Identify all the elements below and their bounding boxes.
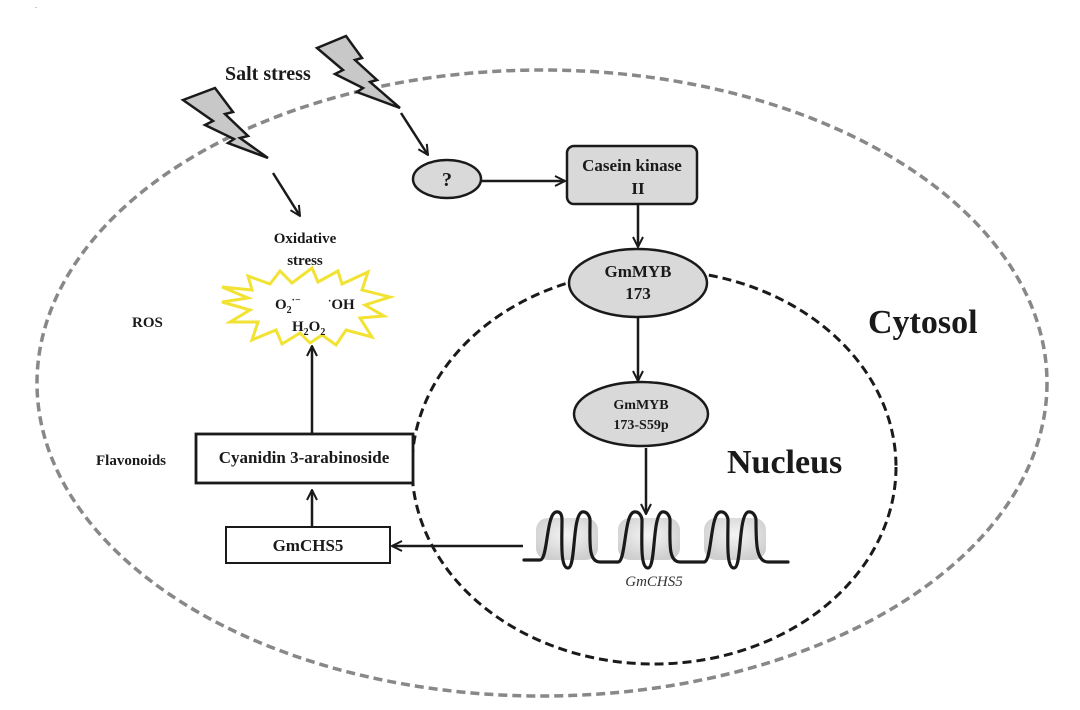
gmmyb173-s59p-label-1: GmMYB <box>613 398 668 413</box>
gmmyb173-label-2: 173 <box>625 284 651 303</box>
oxidative-stress-label-2: stress <box>287 253 323 269</box>
ros-species: O2·− ·OH H2O2 <box>275 295 355 338</box>
cyanidin-3-arabinoside-node: Cyanidin 3-arabinoside <box>194 432 415 485</box>
gmmyb173-label-1: GmMYB <box>604 262 671 281</box>
gmmyb173-s59p-label-2: 173-S59p <box>613 418 668 433</box>
lightning-bolt-icon-oxidative <box>180 86 269 160</box>
flavonoids-label: Flavonoids <box>96 453 166 469</box>
gmmyb173-node: GmMYB 173 <box>567 247 709 319</box>
gmchs5-box-label: GmCHS5 <box>273 536 344 555</box>
casein-kinase-label-2: II <box>631 179 645 198</box>
chromatin-gmchs5-gene-icon <box>522 510 790 570</box>
salt-stress-label: Salt stress <box>225 63 311 85</box>
gmmyb173-s59p-node: GmMYB 173-S59p <box>572 380 710 448</box>
gene-name-label: GmCHS5 <box>625 574 683 590</box>
corner-mark: . <box>35 1 37 10</box>
oxidative-stress-label-1: Oxidative <box>274 231 337 247</box>
unknown-node-label: ? <box>442 169 452 191</box>
casein-kinase-ii-node: Casein kinase II <box>565 144 699 206</box>
nucleus-label: Nucleus <box>727 444 842 481</box>
arrow-bolt-to-oxidative <box>271 172 300 216</box>
superoxide-label: O2·− <box>275 295 301 316</box>
ros-burst-icon <box>221 265 396 348</box>
cytosol-label: Cytosol <box>868 304 978 341</box>
casein-kinase-label-1: Casein kinase <box>582 156 682 175</box>
cytosol-boundary <box>35 68 1049 698</box>
ros-label: ROS <box>132 315 163 331</box>
unknown-sensor-node: ? <box>411 158 483 200</box>
cyanidin-box-label: Cyanidin 3-arabinoside <box>219 448 390 467</box>
gmchs5-enzyme-node: GmCHS5 <box>225 526 391 564</box>
arrow-bolt-to-unknown <box>399 112 428 155</box>
hydrogen-peroxide-label: H2O2 <box>292 319 325 338</box>
hydroxyl-radical-label: ·OH <box>328 296 355 313</box>
lightning-bolt-icon-salt <box>314 34 401 110</box>
